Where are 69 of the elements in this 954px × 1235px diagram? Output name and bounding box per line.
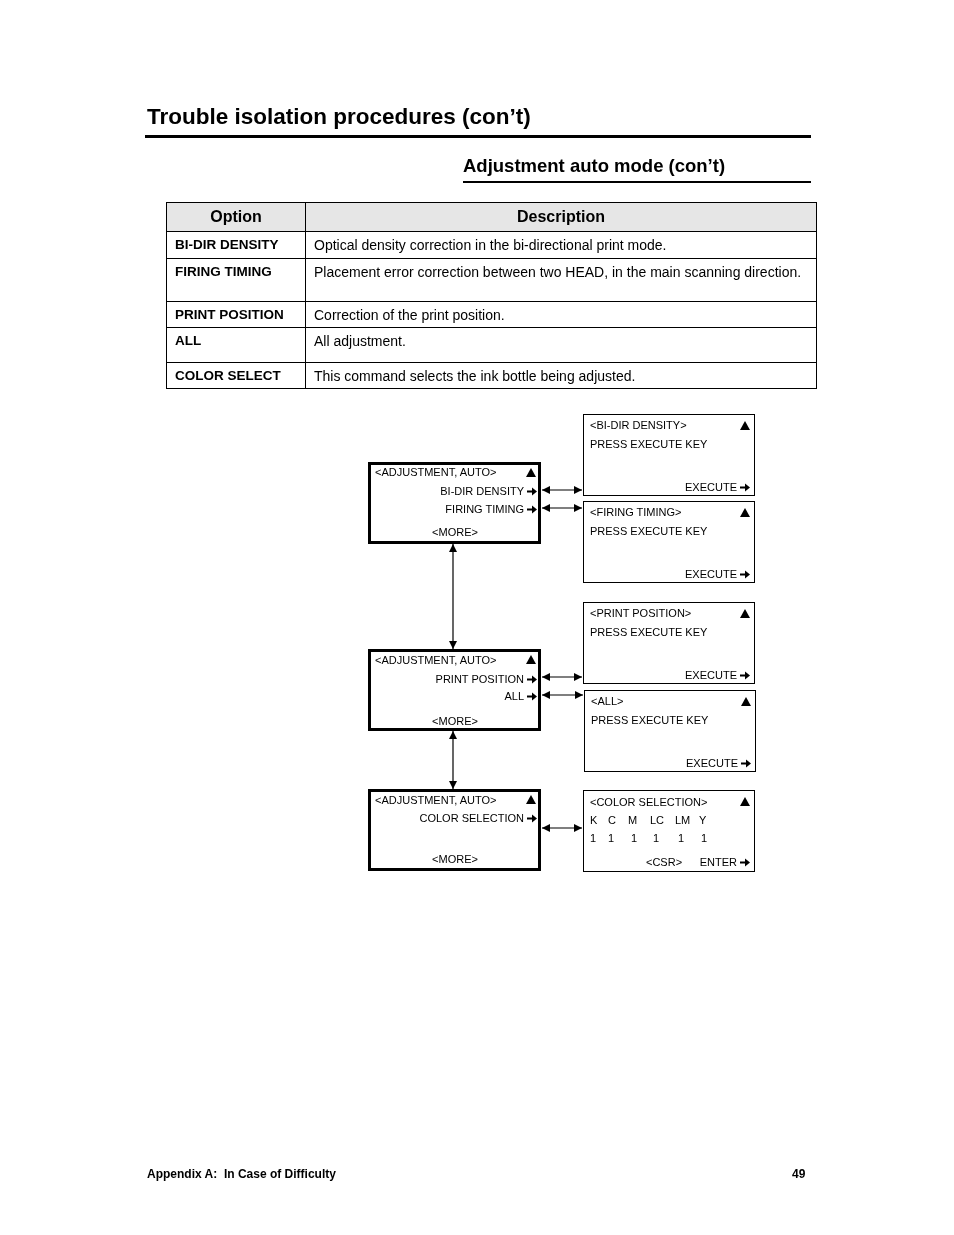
description-cell: All adjustment. (305, 327, 817, 363)
screen-text: PRESS EXECUTE KEY (591, 713, 709, 727)
column-header: Description (305, 202, 817, 232)
description-cell: This command selects the ink bottle being adjusted. (305, 362, 817, 389)
screen-text: C (608, 813, 616, 827)
double-arrow (541, 504, 583, 512)
screen-text: 1 (653, 831, 660, 845)
page-number: 49 (792, 1167, 806, 1181)
double-arrow (449, 543, 457, 650)
screen-text: LC (650, 813, 665, 827)
menu-screen (368, 789, 541, 871)
screen-text: <COLOR SELECTION> (590, 795, 708, 809)
screen-text: M (628, 813, 638, 827)
screen-text: <ADJUSTMENT, AUTO> (375, 465, 497, 479)
page-title: Trouble isolation procedures (con’t) (147, 104, 531, 130)
screen-text: PRESS EXECUTE KEY (590, 524, 708, 538)
description-cell: Correction of the print position. (305, 301, 817, 328)
lcd-screen (583, 414, 755, 496)
screen-text: <CSR> (646, 855, 683, 869)
footer-text: Appendix A: In Case of Difficulty (147, 1167, 336, 1181)
screen-text: <FIRING TIMING> (590, 505, 682, 519)
option-cell: PRINT POSITION (166, 301, 306, 328)
lcd-screen (584, 690, 756, 772)
screen-text: EXECUTE (686, 756, 738, 770)
double-arrow (541, 673, 583, 681)
option-cell: COLOR SELECT (166, 362, 306, 389)
screen-text: FIRING TIMING (445, 502, 524, 516)
description-cell: Optical density correction in the bi-directional print mode. (305, 231, 817, 259)
screen-text: <MORE> (432, 714, 478, 728)
option-cell: BI-DIR DENSITY (166, 231, 306, 259)
screen-text: PRESS EXECUTE KEY (590, 625, 708, 639)
description-cell: Placement error correction between two HEAD, in the main scanning direction. (305, 258, 817, 302)
screen-text: PRINT POSITION (435, 672, 524, 686)
screen-text: <PRINT POSITION> (590, 606, 692, 620)
double-arrow (541, 691, 584, 699)
screen-text: <ADJUSTMENT, AUTO> (375, 793, 497, 807)
screen-text: BI-DIR DENSITY (440, 484, 524, 498)
screen-text: K (590, 813, 598, 827)
lcd-screen (583, 501, 755, 583)
screen-text: 1 (631, 831, 638, 845)
screen-text: LM (675, 813, 691, 827)
screen-text: <ALL> (591, 694, 624, 708)
option-cell: ALL (166, 327, 306, 363)
column-header: Option (166, 202, 306, 232)
double-arrow (541, 486, 583, 494)
screen-text: 1 (678, 831, 685, 845)
menu-screen (368, 649, 541, 731)
screen-text: EXECUTE (685, 668, 737, 682)
menu-screen (368, 462, 541, 544)
screen-text: <MORE> (432, 852, 478, 866)
screen-text: PRESS EXECUTE KEY (590, 437, 708, 451)
option-cell: FIRING TIMING (166, 258, 306, 302)
screen-text: Y (699, 813, 707, 827)
screen-text: EXECUTE (685, 567, 737, 581)
screen-text: 1 (608, 831, 615, 845)
screen-text: ALL (504, 689, 524, 703)
screen-text: COLOR SELECTION (419, 811, 524, 825)
screen-text: <BI-DIR DENSITY> (590, 418, 687, 432)
screen-text: 1 (701, 831, 708, 845)
screen-text: <ADJUSTMENT, AUTO> (375, 653, 497, 667)
screen-text: ENTER (699, 855, 737, 869)
screen-text: <MORE> (432, 525, 478, 539)
lcd-screen (583, 602, 755, 684)
double-arrow (541, 824, 583, 832)
lcd-screen (583, 790, 755, 872)
screen-text: 1 (590, 831, 597, 845)
double-arrow (449, 730, 457, 790)
section-heading: Adjustment auto mode (con’t) (463, 155, 726, 177)
screen-text: EXECUTE (685, 480, 737, 494)
